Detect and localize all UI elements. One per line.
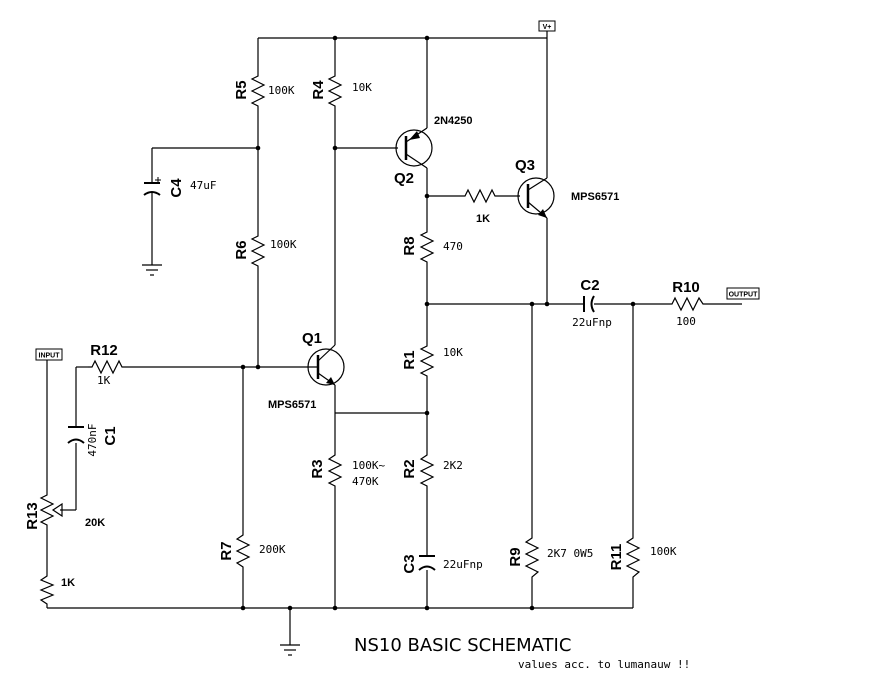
r1-symbol bbox=[419, 342, 435, 378]
r13-symbol bbox=[39, 492, 55, 528]
r11-value: 100K bbox=[650, 545, 677, 558]
r12-value: 1K bbox=[97, 374, 111, 387]
ground-c4-symbol bbox=[142, 264, 162, 276]
r6-label: R6 bbox=[233, 240, 250, 259]
r9-label: R9 bbox=[507, 547, 524, 566]
r2-value: 2K2 bbox=[443, 459, 463, 472]
r12-symbol bbox=[88, 359, 124, 375]
r2-label: R2 bbox=[401, 459, 418, 478]
r11-label: R11 bbox=[608, 544, 625, 571]
q1-part-number: MPS6571 bbox=[268, 399, 316, 411]
r-low-1k-value: 1K bbox=[61, 577, 75, 589]
c3-symbol bbox=[418, 555, 436, 571]
r8-value: 470 bbox=[443, 240, 463, 253]
r13-wiper-arrow bbox=[51, 502, 63, 518]
ground-main-symbol bbox=[280, 644, 300, 656]
c2-label: C2 bbox=[580, 277, 599, 294]
q3-label: Q3 bbox=[515, 157, 535, 174]
c3-label: C3 bbox=[401, 554, 418, 573]
r3-value-line2: 470K bbox=[352, 475, 379, 488]
c2-symbol bbox=[583, 295, 595, 313]
diagram-subtitle: values acc. to lumanauw !! bbox=[518, 658, 690, 671]
r5-symbol bbox=[250, 72, 266, 108]
r-low-1k-symbol bbox=[39, 572, 55, 608]
r1-value: 10K bbox=[443, 346, 463, 359]
q3-part-number: MPS6571 bbox=[571, 191, 619, 203]
r8-symbol bbox=[419, 228, 435, 264]
q2-part-number: 2N4250 bbox=[434, 115, 473, 127]
wires bbox=[46, 30, 742, 645]
r3-value-line1: 100K~ bbox=[352, 459, 385, 472]
r7-label: R7 bbox=[218, 541, 235, 560]
c4-value: 47uF bbox=[190, 179, 217, 192]
c4-symbol bbox=[143, 177, 161, 196]
c4-label: C4 bbox=[168, 178, 185, 198]
r7-value: 200K bbox=[259, 543, 286, 556]
r6-symbol bbox=[250, 232, 266, 268]
r9-value: 2K7 0W5 bbox=[547, 547, 593, 560]
r3-symbol bbox=[327, 450, 343, 488]
r4-value: 10K bbox=[352, 81, 372, 94]
r12-label: R12 bbox=[90, 342, 118, 359]
r11-symbol bbox=[625, 532, 641, 582]
r8-label: R8 bbox=[401, 236, 418, 255]
output-port: OUTPUT bbox=[726, 287, 760, 300]
r4-label: R4 bbox=[310, 80, 327, 100]
r13-label: R13 bbox=[24, 502, 41, 530]
input-port: INPUT bbox=[35, 348, 63, 361]
rb-1k-value: 1K bbox=[476, 213, 490, 225]
svg-text:OUTPUT: OUTPUT bbox=[729, 292, 759, 299]
svg-text:V+: V+ bbox=[543, 24, 552, 31]
r9-symbol bbox=[524, 532, 540, 582]
c2-value: 22uFnp bbox=[572, 316, 612, 329]
r4-symbol bbox=[327, 72, 343, 108]
r5-value: 100K bbox=[268, 84, 295, 97]
c1-label: C1 bbox=[102, 426, 119, 445]
q2-label: Q2 bbox=[394, 170, 414, 187]
r2-symbol bbox=[419, 450, 435, 488]
rb-1k-symbol bbox=[461, 188, 497, 204]
r10-value: 100 bbox=[676, 315, 696, 328]
q1-symbol bbox=[307, 344, 345, 386]
diagram-title: NS10 BASIC SCHEMATIC bbox=[354, 635, 571, 656]
r10-symbol bbox=[668, 296, 706, 312]
q1-label: Q1 bbox=[302, 330, 322, 347]
r6-value: 100K bbox=[270, 238, 297, 251]
c1-value: 470nF bbox=[86, 423, 99, 456]
q3-symbol bbox=[517, 177, 555, 219]
r7-symbol bbox=[235, 530, 251, 570]
junction-dots bbox=[240, 35, 636, 611]
r3-label: R3 bbox=[309, 459, 326, 478]
r5-label: R5 bbox=[233, 80, 250, 99]
c3-value: 22uFnp bbox=[443, 558, 483, 571]
c1-symbol bbox=[67, 426, 85, 444]
r10-label: R10 bbox=[672, 279, 700, 296]
svg-text:INPUT: INPUT bbox=[39, 353, 61, 360]
vplus-port: V+ bbox=[538, 20, 556, 32]
r13-value: 20K bbox=[85, 517, 105, 529]
r1-label: R1 bbox=[401, 350, 418, 369]
q2-symbol bbox=[395, 127, 433, 169]
